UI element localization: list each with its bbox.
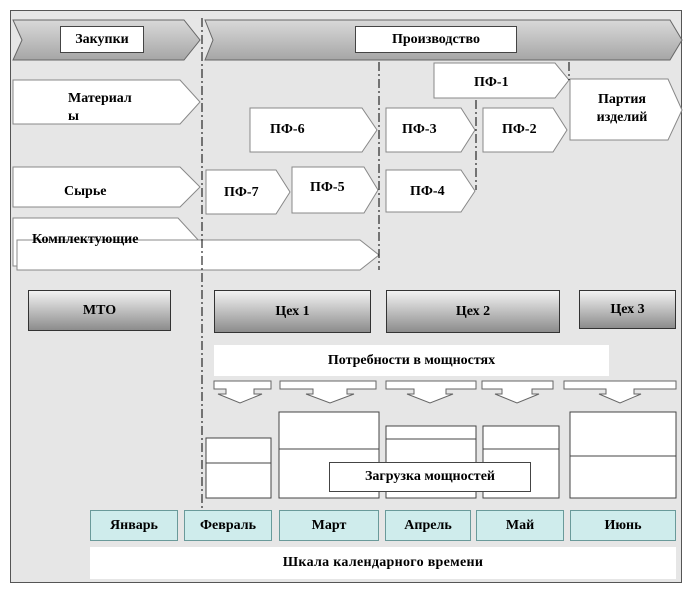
month-march: Март bbox=[279, 510, 379, 541]
pf2-arrow bbox=[482, 107, 568, 153]
capacity-needs-bar: Потребности в мощностях bbox=[214, 345, 609, 376]
batch-label-line1: Партия bbox=[597, 92, 646, 107]
capacity-down-arrow-5 bbox=[563, 380, 677, 404]
components-long-arrow bbox=[16, 239, 380, 271]
pf5-label: ПФ-5 bbox=[310, 180, 345, 195]
pf6-arrow bbox=[249, 107, 378, 153]
month-february: Февраль bbox=[184, 510, 272, 541]
components-label: Комплектующие bbox=[32, 232, 139, 247]
materials-label-line2: ы bbox=[68, 109, 79, 124]
pf4-label: ПФ-4 bbox=[410, 184, 445, 199]
raw-arrow bbox=[12, 166, 201, 208]
batch-label-line2: изделий bbox=[596, 110, 648, 125]
dept-shop3: Цех 3 bbox=[579, 290, 676, 329]
pf4-arrow bbox=[385, 169, 476, 213]
pf1-label: ПФ-1 bbox=[474, 75, 509, 90]
pf6-label: ПФ-6 bbox=[270, 122, 305, 137]
pf2-label: ПФ-2 bbox=[502, 122, 537, 137]
batch-arrow bbox=[569, 78, 683, 141]
capacity-box-feb bbox=[205, 437, 272, 499]
dept-shop2: Цех 2 bbox=[386, 290, 560, 333]
capacity-down-arrow-1 bbox=[213, 380, 272, 404]
calendar-scale-label: Шкала календарного времени bbox=[90, 547, 676, 579]
month-june: Июнь bbox=[570, 510, 676, 541]
month-may: Май bbox=[476, 510, 564, 541]
month-january: Январь bbox=[90, 510, 178, 541]
pf3-arrow bbox=[385, 107, 476, 153]
purchasing-label: Закупки bbox=[60, 26, 144, 53]
capacity-down-arrow-3 bbox=[385, 380, 477, 404]
capacity-load-label: Загрузка мощностей bbox=[329, 462, 531, 492]
capacity-down-arrow-2 bbox=[279, 380, 377, 404]
month-april: Апрель bbox=[385, 510, 471, 541]
pf3-label: ПФ-3 bbox=[402, 122, 437, 137]
dept-mto: МТО bbox=[28, 290, 171, 331]
raw-label: Сырье bbox=[64, 184, 107, 199]
materials-label-line1: Материал bbox=[68, 91, 132, 106]
pf5-arrow bbox=[291, 166, 379, 214]
capacity-down-arrow-4 bbox=[481, 380, 554, 404]
materials-arrow bbox=[12, 79, 201, 125]
production-label: Производство bbox=[355, 26, 517, 53]
pf7-label: ПФ-7 bbox=[224, 185, 259, 200]
pf7-arrow bbox=[205, 169, 291, 215]
capacity-box-jun bbox=[569, 411, 677, 499]
dept-shop1: Цех 1 bbox=[214, 290, 371, 333]
pf1-arrow bbox=[433, 62, 570, 99]
